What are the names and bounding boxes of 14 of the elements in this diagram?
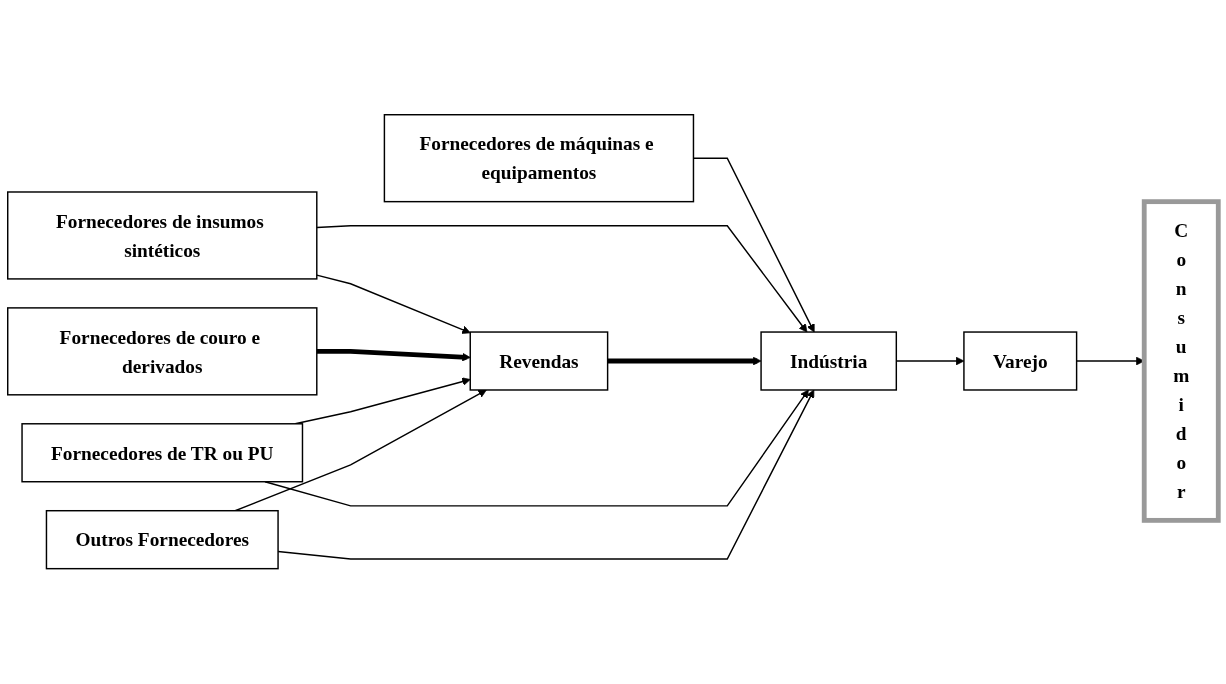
arrow — [234, 389, 487, 512]
node-box: Consumidor — [1141, 199, 1221, 524]
node-box: Outros Fornecedores — [45, 510, 279, 570]
arrow — [316, 274, 471, 335]
arrow — [316, 225, 808, 333]
node-box: Fornecedores de TR ou PU — [21, 423, 304, 483]
arrow — [316, 349, 471, 362]
arrow — [607, 357, 762, 366]
node-box: Varejo — [963, 331, 1078, 391]
node-box: Indústria — [760, 331, 898, 391]
node-box: Fornecedores de insumos sintéticos — [7, 191, 318, 280]
node-box: Fornecedores de couro e derivados — [7, 307, 318, 396]
node-box: Revendas — [469, 331, 609, 391]
node-box: Fornecedores de máquinas e equipamentos — [383, 114, 695, 203]
